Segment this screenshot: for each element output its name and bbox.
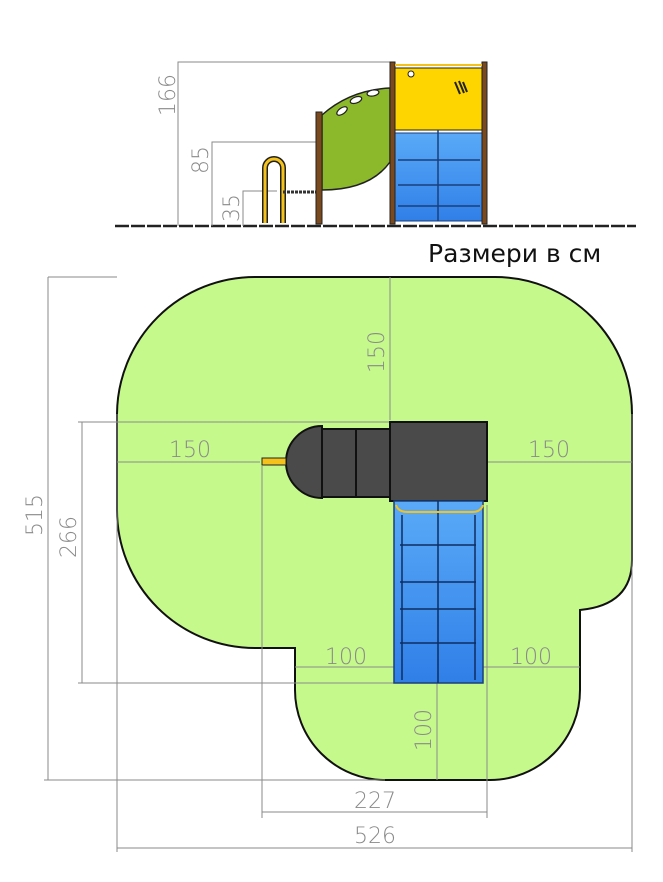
step-hoop-plan [261,457,287,466]
tower-deck [389,421,488,502]
svg-text:85: 85 [189,146,214,174]
slide-side [392,132,486,222]
dim-slide-left-clearance: 100 [325,645,367,670]
safety-zone [116,276,633,781]
svg-text:166: 166 [156,74,181,116]
height-dimension-35: 35 [220,190,277,226]
post [315,111,323,225]
tunnel-section [355,428,391,498]
dim-right-clearance: 150 [528,438,570,463]
dim-total-depth: 515 [23,494,48,536]
dim-structure-width: 227 [354,789,396,814]
dim-total-width: 526 [354,824,396,849]
plan-view: 150 150 150 266 515 100 100 100 227 526 [23,276,633,852]
tunnel-section [321,428,357,498]
yellow-panel [394,67,483,131]
units-caption: Размери в см [428,239,601,268]
dim-slide-right-clearance: 100 [510,645,552,670]
dim-top-clearance: 150 [365,331,390,373]
svg-text:35: 35 [220,194,245,222]
elevation-view: 166 85 35 [115,61,636,228]
dim-left-clearance: 150 [169,438,211,463]
dim-structure-depth: 266 [57,516,82,558]
dim-slide-end-clearance: 100 [412,709,437,751]
height-dimension-166: 166 [156,61,392,226]
